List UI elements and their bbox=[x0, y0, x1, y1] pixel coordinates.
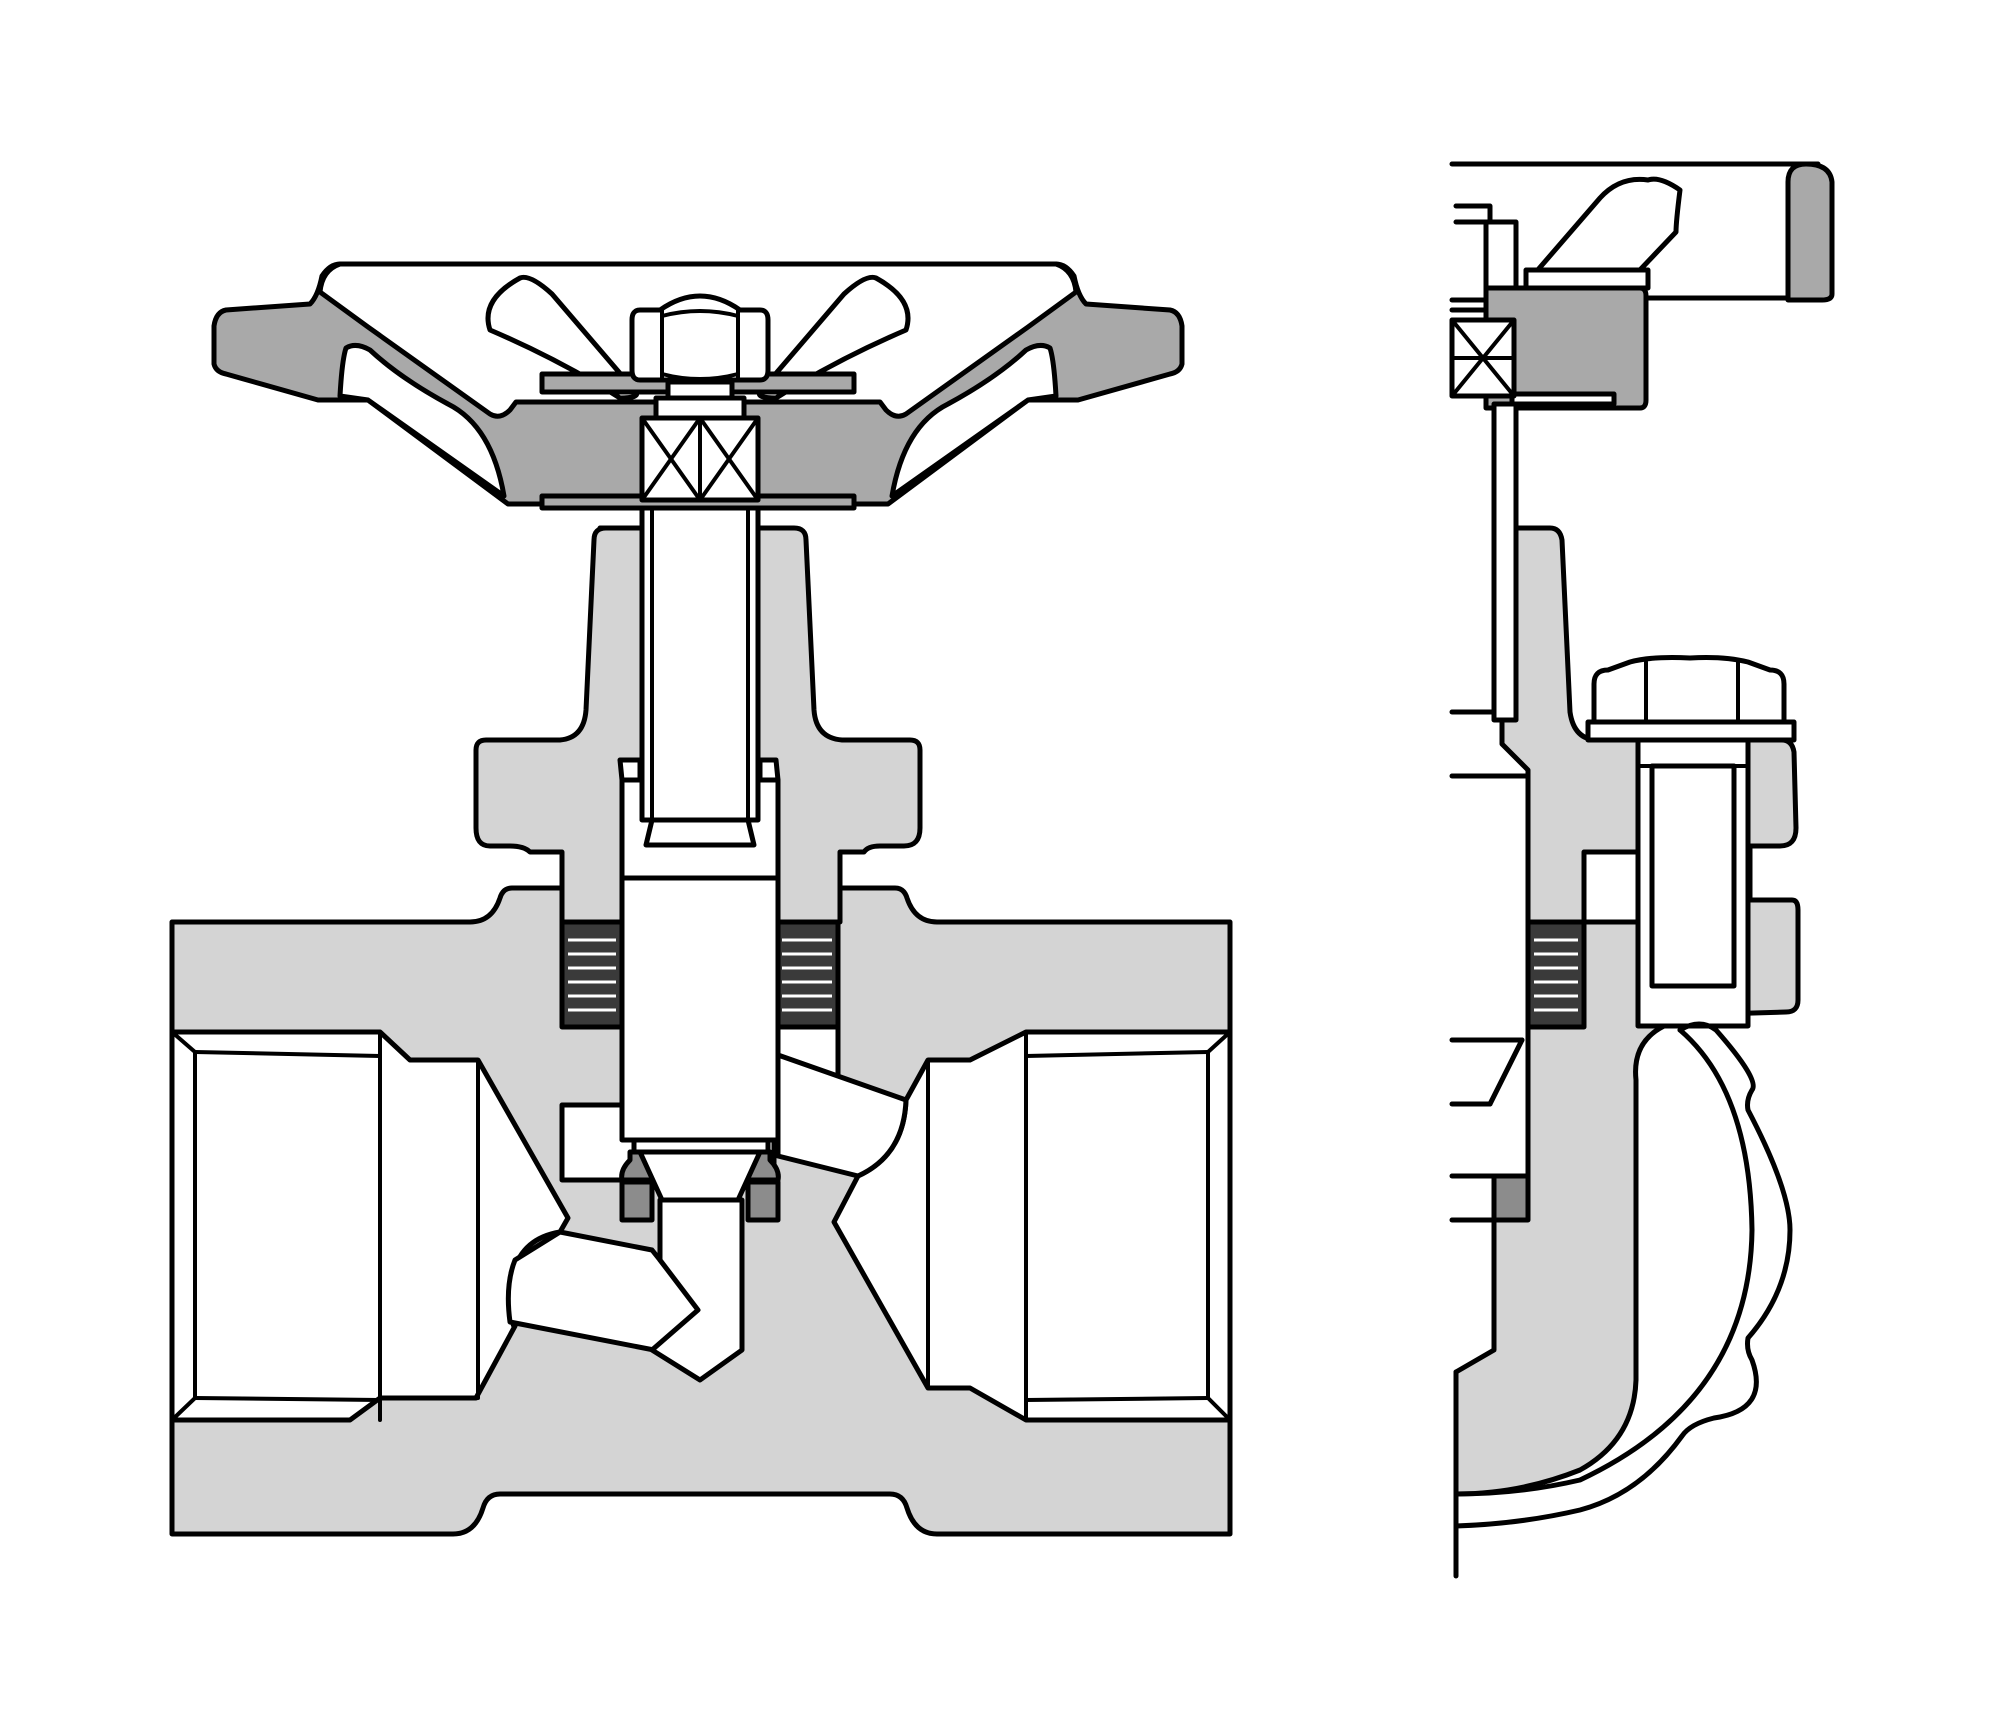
side-stem bbox=[1491, 401, 1519, 723]
left-port bbox=[169, 1029, 571, 1423]
seat-ring bbox=[619, 1149, 781, 1223]
side-handwheel bbox=[1449, 161, 1835, 411]
side-seat bbox=[1449, 709, 1531, 1223]
packing-left bbox=[559, 919, 625, 1030]
side-section-view bbox=[1449, 161, 1835, 1579]
front-section-view bbox=[169, 261, 1233, 1537]
stem-square bbox=[639, 415, 761, 503]
side-packing bbox=[1525, 849, 1641, 1030]
hex-nut bbox=[629, 293, 771, 421]
packing-right bbox=[773, 919, 841, 1030]
side-outlet-curve bbox=[1453, 1021, 1793, 1579]
stem bbox=[619, 502, 781, 1155]
valve-disc bbox=[637, 1149, 763, 1383]
side-stem-square bbox=[1449, 297, 1517, 399]
side-bolt bbox=[1585, 655, 1797, 1029]
